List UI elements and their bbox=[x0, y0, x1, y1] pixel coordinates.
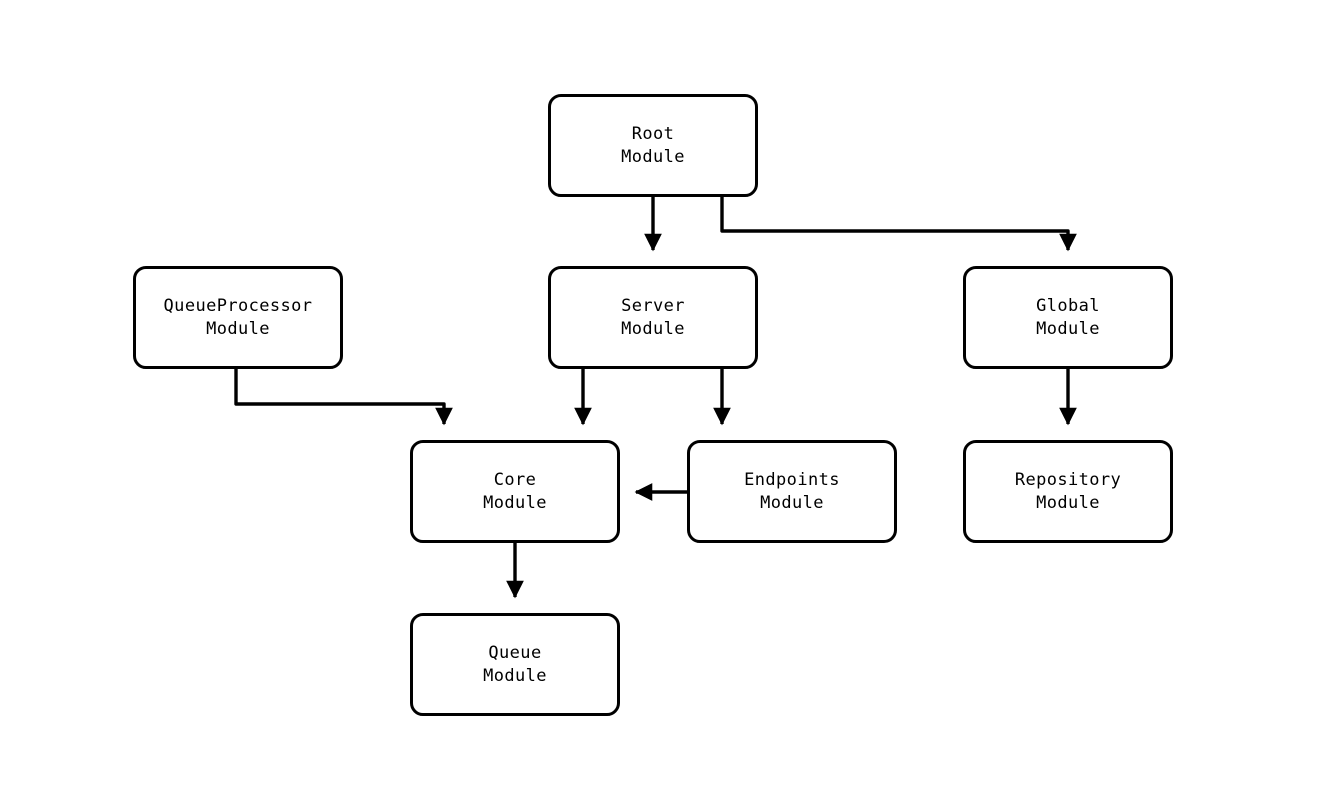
node-server-module[interactable]: Server Module bbox=[548, 266, 758, 369]
node-label-line2: Module bbox=[621, 318, 685, 339]
node-queue-module[interactable]: Queue Module bbox=[410, 613, 620, 716]
node-label-line1: Repository bbox=[1014, 469, 1122, 490]
node-label-line2: Module bbox=[483, 492, 547, 513]
node-root-module[interactable]: Root Module bbox=[548, 94, 758, 197]
node-core-module[interactable]: Core Module bbox=[410, 440, 620, 543]
node-label-line1: Root bbox=[631, 123, 675, 144]
node-label-line2: Module bbox=[1036, 492, 1100, 513]
node-repository-module[interactable]: Repository Module bbox=[963, 440, 1173, 543]
node-label-line1: QueueProcessor bbox=[163, 295, 313, 316]
node-label-line1: Queue bbox=[488, 642, 542, 663]
node-label-line2: Module bbox=[206, 318, 270, 339]
node-label-line1: Core bbox=[493, 469, 537, 490]
node-label-line2: Module bbox=[1036, 318, 1100, 339]
edge-root-to-global bbox=[720, 197, 1077, 252]
edge-queueprocessor-to-core bbox=[234, 369, 453, 426]
node-label-line1: Endpoints bbox=[744, 469, 840, 490]
node-label-line2: Module bbox=[621, 146, 685, 167]
node-queueprocessor-module[interactable]: QueueProcessor Module bbox=[133, 266, 343, 369]
node-label-line2: Module bbox=[483, 665, 547, 686]
node-label-line1: Global bbox=[1036, 295, 1100, 316]
node-label-line1: Server bbox=[621, 295, 685, 316]
node-endpoints-module[interactable]: Endpoints Module bbox=[687, 440, 897, 543]
node-label-line2: Module bbox=[760, 492, 824, 513]
node-global-module[interactable]: Global Module bbox=[963, 266, 1173, 369]
